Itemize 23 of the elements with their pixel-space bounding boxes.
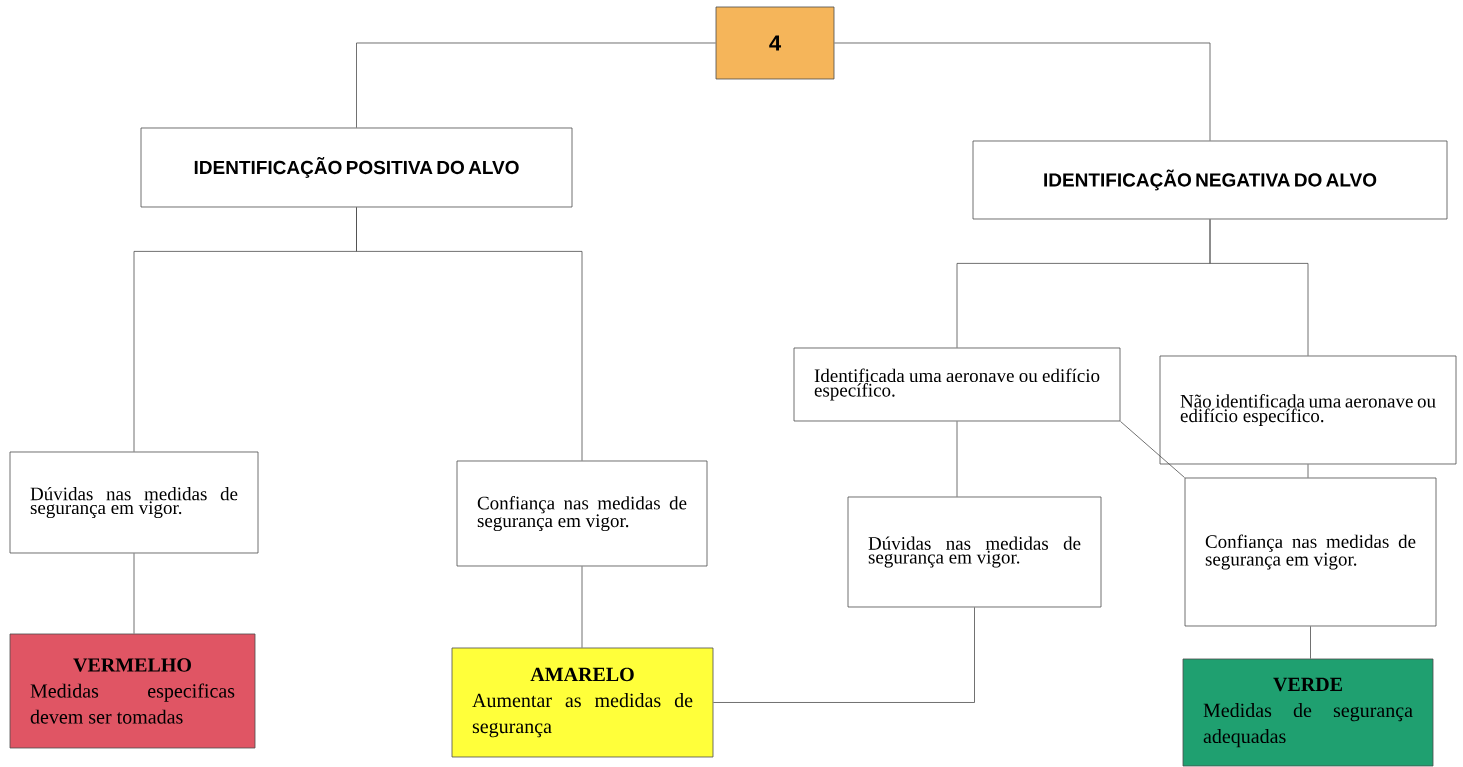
text-box: Dúvidas nas medidas de segurança em vigor.: [9, 451, 259, 554]
connector-line: [1307, 464, 1309, 478]
result-box: VERMELHO Medidas especificas devem ser tomadas: [9, 633, 256, 749]
result-box: AMARELO Aumentar as medidas de segurança: [451, 647, 714, 758]
connector-line: [581, 566, 583, 648]
connector-line: [356, 42, 716, 128]
text-box: Confiança nas medidas de segurança em vigor.: [1184, 477, 1437, 627]
connector-line: [133, 553, 135, 634]
connector-line: [1310, 626, 1311, 659]
heading-box: IDENTIFICAÇÃO NEGATIVA DO ALVO: [972, 140, 1448, 220]
connector-line: [1120, 421, 1185, 478]
connector-line: [1209, 219, 1309, 356]
connector-line: [956, 421, 958, 497]
text-box: Não identificada uma aeronave ou edifício específico.: [1159, 355, 1457, 465]
heading-box: IDENTIFICAÇÃO POSITIVA DO ALVO: [140, 127, 573, 208]
result-box: VERDE Medidas de segurança adequadas: [1182, 658, 1434, 767]
connector-line: [713, 607, 975, 703]
connector-line: [356, 207, 583, 461]
text-box: Confiança nas medidas de segurança em vigor.: [456, 460, 708, 567]
number-box: 4: [715, 6, 835, 80]
text-box: Dúvidas nas medidas de segurança em vigor.: [847, 496, 1102, 608]
connector-line: [834, 42, 1211, 141]
text-box: Identificada uma aeronave ou edifício específico.: [793, 347, 1121, 422]
